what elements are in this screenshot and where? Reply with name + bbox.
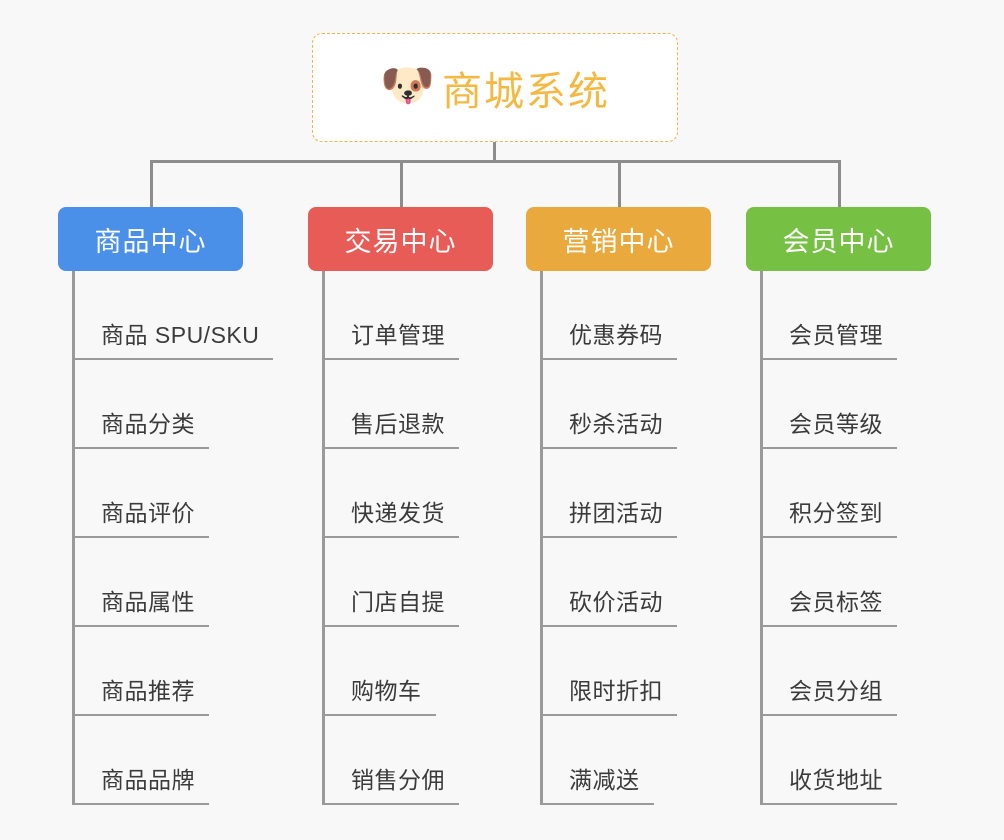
leaf-item-label: 售后退款 xyxy=(325,405,459,449)
leaf-item[interactable]: 订单管理 xyxy=(325,271,493,360)
leaf-item[interactable]: 优惠券码 xyxy=(543,271,711,360)
leaf-item-label: 会员分组 xyxy=(763,672,897,716)
leaf-item[interactable]: 会员标签 xyxy=(763,538,931,627)
leaf-item[interactable]: 收货地址 xyxy=(763,716,931,805)
leaf-group: 优惠券码秒杀活动拼团活动砍价活动限时折扣满减送 xyxy=(540,271,711,805)
category-box[interactable]: 交易中心 xyxy=(308,207,493,271)
branch-column: 交易中心订单管理售后退款快递发货门店自提购物车销售分佣 xyxy=(308,207,493,805)
leaf-item-label: 秒杀活动 xyxy=(543,405,677,449)
leaf-item-label: 商品分类 xyxy=(75,405,209,449)
leaf-item[interactable]: 商品评价 xyxy=(75,449,243,538)
branch-column: 营销中心优惠券码秒杀活动拼团活动砍价活动限时折扣满减送 xyxy=(526,207,711,805)
leaf-item[interactable]: 会员等级 xyxy=(763,360,931,449)
leaf-item[interactable]: 满减送 xyxy=(543,716,711,805)
leaf-item[interactable]: 商品属性 xyxy=(75,538,243,627)
leaf-item[interactable]: 商品分类 xyxy=(75,360,243,449)
trunk-horizontal-connector xyxy=(150,160,841,163)
leaf-item[interactable]: 限时折扣 xyxy=(543,627,711,716)
root-title: 商城系统 xyxy=(442,69,610,114)
category-box[interactable]: 会员中心 xyxy=(746,207,931,271)
leaf-item[interactable]: 商品 SPU/SKU xyxy=(75,271,274,360)
leaf-item-label: 商品品牌 xyxy=(75,761,209,805)
category-label: 会员中心 xyxy=(782,226,895,257)
leaf-item-label: 快递发货 xyxy=(325,494,459,538)
leaf-item-label: 会员等级 xyxy=(763,405,897,449)
category-label: 交易中心 xyxy=(344,226,457,257)
category-label: 商品中心 xyxy=(94,226,207,257)
category-label: 营销中心 xyxy=(562,226,675,257)
leaf-group: 订单管理售后退款快递发货门店自提购物车销售分佣 xyxy=(322,271,493,805)
leaf-item-label: 商品推荐 xyxy=(75,672,209,716)
category-box[interactable]: 营销中心 xyxy=(526,207,711,271)
branch-drop-connector xyxy=(400,160,403,208)
leaf-item[interactable]: 门店自提 xyxy=(325,538,493,627)
leaf-item-label: 购物车 xyxy=(325,672,436,716)
branch-column: 商品中心商品 SPU/SKU 商品分类商品评价商品属性商品推荐商品品牌 xyxy=(58,207,274,805)
leaf-item-label: 商品评价 xyxy=(75,494,209,538)
leaf-item[interactable]: 购物车 xyxy=(325,627,493,716)
branch-drop-connector xyxy=(618,160,621,208)
leaf-item[interactable]: 会员分组 xyxy=(763,627,931,716)
leaf-item[interactable]: 商品推荐 xyxy=(75,627,243,716)
leaf-item-label: 会员标签 xyxy=(763,583,897,627)
leaf-item-label: 积分签到 xyxy=(763,494,897,538)
leaf-item-label: 砍价活动 xyxy=(543,583,677,627)
branch-drop-connector xyxy=(150,160,153,208)
leaf-item[interactable]: 砍价活动 xyxy=(543,538,711,627)
leaf-item[interactable]: 积分签到 xyxy=(763,449,931,538)
leaf-item-label: 商品属性 xyxy=(75,583,209,627)
leaf-item[interactable]: 销售分佣 xyxy=(325,716,493,805)
branch-drop-connector xyxy=(838,160,841,208)
trunk-vertical-connector xyxy=(493,142,496,162)
dog-face-icon: 🐶 xyxy=(380,60,435,110)
leaf-item-label: 门店自提 xyxy=(325,583,459,627)
leaf-item-label: 拼团活动 xyxy=(543,494,677,538)
leaf-item[interactable]: 拼团活动 xyxy=(543,449,711,538)
leaf-item-label: 会员管理 xyxy=(763,316,897,360)
leaf-item[interactable]: 商品品牌 xyxy=(75,716,243,805)
leaf-item-label: 收货地址 xyxy=(763,761,897,805)
leaf-item-label: 优惠券码 xyxy=(543,316,677,360)
leaf-item[interactable]: 快递发货 xyxy=(325,449,493,538)
leaf-item[interactable]: 售后退款 xyxy=(325,360,493,449)
root-node[interactable]: 🐶 商城系统 xyxy=(312,33,678,142)
leaf-group: 会员管理会员等级积分签到会员标签会员分组收货地址 xyxy=(760,271,931,805)
leaf-item-label: 销售分佣 xyxy=(325,761,459,805)
leaf-item-label: 满减送 xyxy=(543,761,654,805)
category-box[interactable]: 商品中心 xyxy=(58,207,243,271)
leaf-item[interactable]: 秒杀活动 xyxy=(543,360,711,449)
leaf-item-label: 限时折扣 xyxy=(543,672,677,716)
leaf-item-label: 订单管理 xyxy=(325,316,459,360)
branch-column: 会员中心会员管理会员等级积分签到会员标签会员分组收货地址 xyxy=(746,207,931,805)
leaf-item-label: 商品 SPU/SKU xyxy=(75,316,274,360)
leaf-item[interactable]: 会员管理 xyxy=(763,271,931,360)
leaf-group: 商品 SPU/SKU 商品分类商品评价商品属性商品推荐商品品牌 xyxy=(72,271,274,805)
